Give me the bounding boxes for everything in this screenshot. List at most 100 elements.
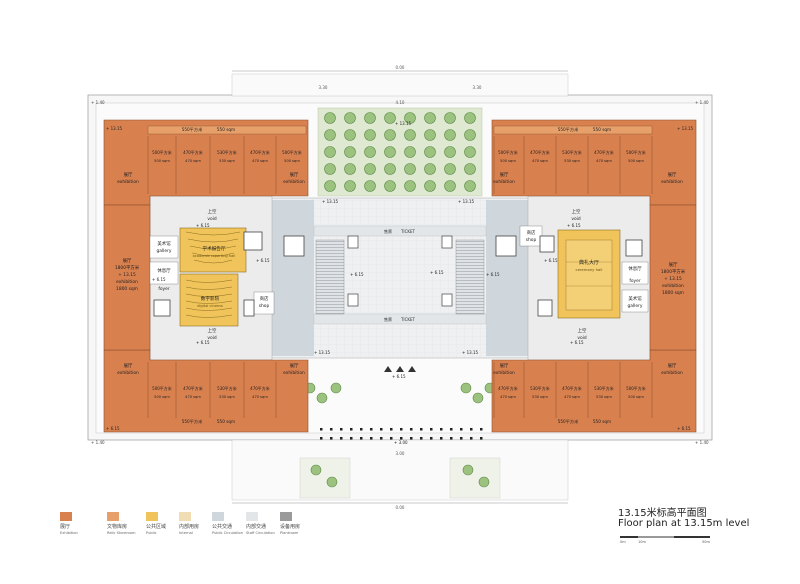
tree-icon — [464, 180, 476, 192]
legend-label-en: Relic Storeroom — [107, 531, 136, 535]
level-top-center: + 13.15 — [395, 121, 412, 126]
room-area-en: 530 sqm — [564, 159, 580, 163]
tree-icon — [444, 146, 456, 158]
digital-cinema-en: digital cinema — [197, 304, 222, 308]
room-area-cn: 530平方米 — [217, 385, 237, 391]
tree-icon — [464, 163, 476, 175]
ne2-exhibition-en: exhibition — [661, 179, 683, 185]
legend-swatch — [179, 512, 191, 521]
legend-public: 公共区域 Public — [146, 512, 216, 540]
legend-label-cn: 公共区域 — [146, 524, 167, 530]
legend-label-cn: 内部交通 — [246, 524, 267, 530]
legend-swatch — [146, 512, 158, 521]
ticket-top-en: TICKET — [400, 229, 416, 234]
ticket-bottom-cn: 售票 — [384, 316, 392, 322]
stair-left — [315, 239, 345, 315]
level-mid-right-top: + 13.15 — [458, 199, 475, 204]
room-area-labels: 500平方米 500 sqm 470平方米 470 sqm 530平方米 530 sqm 4… — [152, 149, 646, 399]
dim-bottom-mid: 3.00 — [396, 451, 405, 456]
top-approach — [231, 73, 569, 97]
east-big-hall — [649, 204, 697, 351]
tree-icon — [472, 392, 484, 404]
column — [400, 428, 403, 431]
level-sw: + 1.40 — [91, 440, 105, 445]
room-area-cn: 470平方米 — [498, 385, 518, 391]
column — [380, 437, 383, 440]
tree-icon — [330, 382, 342, 394]
tree-icon — [384, 180, 396, 192]
legend-label-en: Staff Circulation — [246, 531, 275, 535]
dim-top-mid: 4.10 — [396, 100, 405, 105]
exhibition-dividers — [147, 136, 653, 418]
level-center: + 6.15 — [430, 270, 444, 275]
legend-label-en: Plantroom — [280, 531, 299, 535]
level-mid-right-bot: + 13.15 — [462, 350, 479, 355]
tree-icon — [404, 180, 416, 192]
west-big-hall — [103, 204, 151, 351]
level-east-bottom-void: + 6.15 — [570, 340, 584, 345]
west-bot-void-cn: 上空 — [208, 327, 217, 334]
trees-group — [304, 112, 496, 488]
west-bot-void-en: void — [207, 335, 217, 341]
tree-icon — [384, 163, 396, 175]
room-area-cn: 500平方米 — [626, 385, 646, 391]
east-foyer-en: foyer — [629, 278, 641, 284]
west-big-hall-en: exhibition — [116, 279, 138, 285]
nw2-exhibition-en: exhibition — [283, 179, 305, 185]
east-foyer-cn: 休息厅 — [628, 265, 642, 272]
east-shop-cn: 商店 — [527, 229, 536, 236]
west-foyer — [149, 261, 179, 285]
tree-icon — [404, 129, 416, 141]
tree-icon — [324, 146, 336, 158]
seat-row — [185, 307, 233, 311]
east-big-hall-cn: 展厅 — [669, 262, 678, 268]
column — [410, 428, 413, 431]
east-big-hall-sqm: 1800 sqm — [662, 290, 684, 296]
west-big-hall-level: + 13.15 — [118, 272, 136, 278]
east-void-en: void — [571, 216, 581, 222]
column — [430, 437, 433, 440]
legend-swatch — [60, 512, 72, 521]
column — [320, 428, 323, 431]
column — [450, 428, 453, 431]
digital-cinema-cn: 数字影院 — [201, 295, 220, 302]
column — [340, 428, 343, 431]
seat-row — [185, 231, 241, 236]
room-area-cn: 530平方米 — [217, 149, 237, 155]
tree-icon — [424, 146, 436, 158]
ne-exhibition-en: exhibition — [493, 179, 515, 185]
level-nw: + 1.40 — [91, 100, 105, 105]
legend: 展厅 Exhibition 文物库房 Relic Storeroom 公共区域 … — [60, 512, 580, 540]
legend-public-circulation: 公共交通 Public Circulation — [212, 512, 282, 540]
room-area-cn: 470平方米 — [594, 149, 614, 155]
room-area-en: 500 sqm — [628, 395, 644, 399]
south-lawn-right — [449, 457, 501, 499]
west-void-en: void — [207, 216, 217, 222]
east-bot-void-cn: 上空 — [578, 327, 587, 334]
column — [420, 437, 423, 440]
core-right — [495, 235, 517, 257]
seat-row — [189, 245, 237, 250]
west-foyer-cn: 休息厅 — [157, 267, 171, 274]
tree-icon — [364, 129, 376, 141]
seat-row — [187, 238, 239, 243]
column — [340, 437, 343, 440]
column — [360, 437, 363, 440]
room-area-cn: 470平方米 — [250, 385, 270, 391]
tree-icon — [344, 146, 356, 158]
tree-icon — [384, 112, 396, 124]
bottom-approach — [231, 439, 569, 501]
west-gallery-cn: 美术馆 — [157, 240, 171, 247]
level-mid-left-bot: + 13.15 — [314, 350, 331, 355]
level-bottom-approach: + 3.00 — [394, 440, 408, 445]
tree-icon — [364, 163, 376, 175]
room-area-en: 500 sqm — [628, 159, 644, 163]
tree-icon — [444, 180, 456, 192]
room-area-en: 470 sqm — [252, 159, 268, 163]
room-area-en: 530 sqm — [219, 159, 235, 163]
tree-icon — [324, 163, 336, 175]
room-area-en: 470 sqm — [596, 159, 612, 163]
tree-icon — [404, 112, 416, 124]
column — [460, 437, 463, 440]
